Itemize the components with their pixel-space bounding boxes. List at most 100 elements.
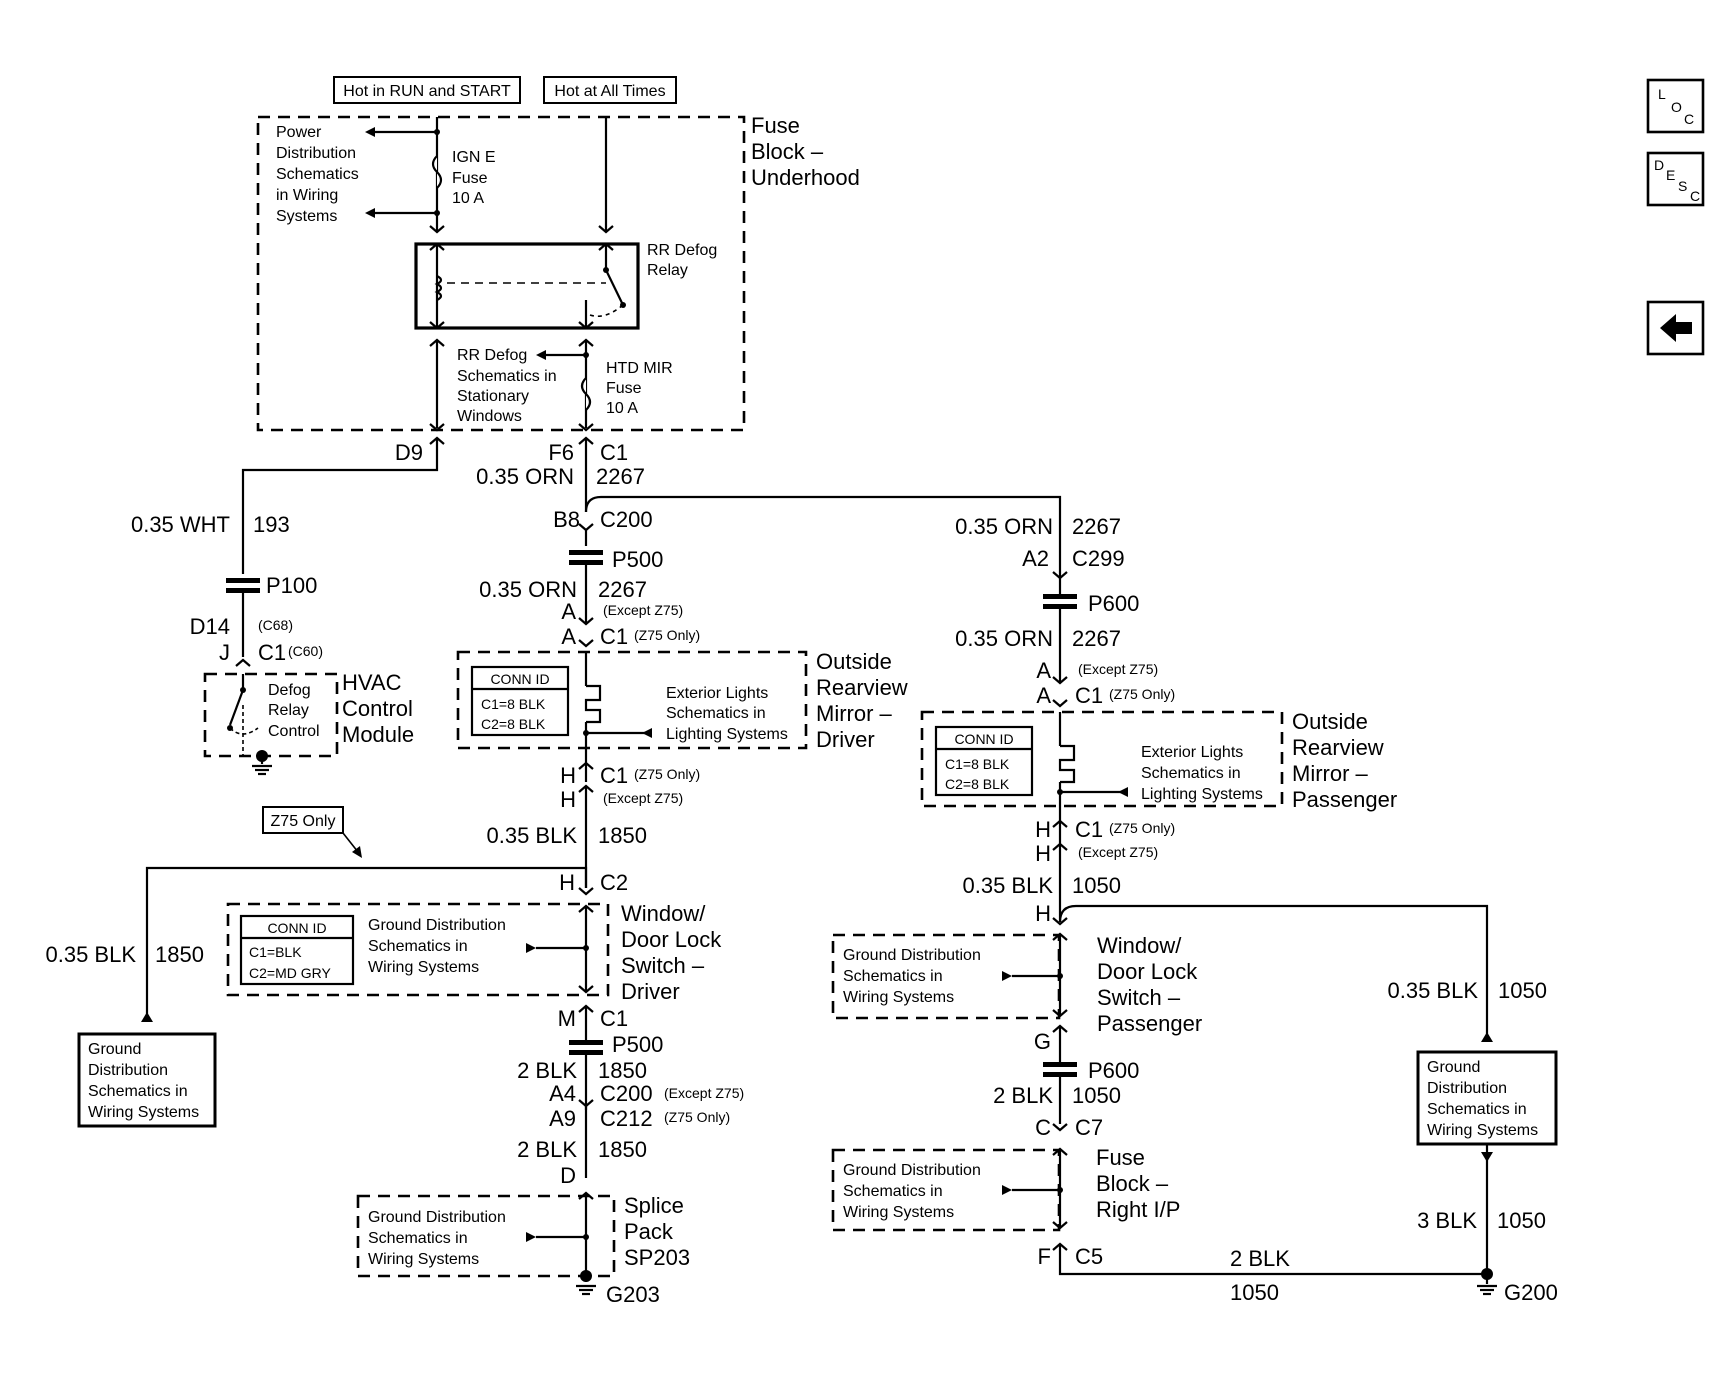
svg-text:Distribution: Distribution xyxy=(88,1062,168,1079)
wire-size-193: 0.35 WHT xyxy=(131,512,230,537)
svg-text:Schematics: Schematics xyxy=(276,166,359,183)
wire-1050-b: 2 BLK xyxy=(993,1083,1053,1108)
conn-id-box-switch-driver: CONN ID C1=BLK C2=MD GRY xyxy=(239,914,355,986)
svg-text:CONN ID: CONN ID xyxy=(267,920,326,936)
svg-text:C2=8 BLK: C2=8 BLK xyxy=(945,776,1010,792)
c1-passenger-out: C1 xyxy=(1075,817,1103,842)
c1-mirror-driver: C1 xyxy=(600,624,628,649)
svg-text:10 A: 10 A xyxy=(606,400,638,417)
svg-text:C1=BLK: C1=BLK xyxy=(249,944,302,960)
exterior-lights-ref-driver: Exterior Lights Schematics in Lighting S… xyxy=(666,685,788,743)
c2-label: C2 xyxy=(600,870,628,895)
wire-1850-c: 2 BLK xyxy=(517,1137,577,1162)
svg-text:Wiring Systems: Wiring Systems xyxy=(88,1104,199,1121)
hvac-control-module-boundary xyxy=(203,672,339,758)
wire-1850-b: 2 BLK xyxy=(517,1058,577,1083)
circuit-2267-right-a: 2267 xyxy=(1072,514,1121,539)
svg-text:RR Defog: RR Defog xyxy=(647,242,717,259)
svg-text:Fuse: Fuse xyxy=(1096,1145,1145,1170)
svg-text:Defog: Defog xyxy=(268,682,311,699)
svg-text:Wiring Systems: Wiring Systems xyxy=(843,989,954,1006)
c200b-label: C200 xyxy=(600,1081,653,1106)
wire-2267-right-b: 0.35 ORN xyxy=(955,626,1053,651)
hot-all-times-tag: Hot at All Times xyxy=(543,76,677,104)
back-arrow-button[interactable] xyxy=(1646,300,1705,356)
z75-only-right-b: (Z75 Only) xyxy=(1109,820,1175,836)
svg-text:Ground Distribution: Ground Distribution xyxy=(843,1162,981,1179)
svg-text:Exterior Lights: Exterior Lights xyxy=(1141,744,1243,761)
circuit-2267-a: 2267 xyxy=(596,464,645,489)
rr-defog-relay-label: RR Defog Relay xyxy=(647,242,717,279)
outside-rearview-mirror-passenger-boundary xyxy=(920,710,1284,808)
ground-symbol-g200-icon xyxy=(1477,1284,1497,1296)
svg-text:Ground Distribution: Ground Distribution xyxy=(843,947,981,964)
svg-text:Outside: Outside xyxy=(816,649,892,674)
except-z75-note-b: (Except Z75) xyxy=(603,790,683,806)
p100-label: P100 xyxy=(266,573,317,598)
wire-1050-bottom: 2 BLK xyxy=(1230,1246,1290,1271)
svg-text:Wiring Systems: Wiring Systems xyxy=(1427,1122,1538,1139)
svg-text:CONN ID: CONN ID xyxy=(490,671,549,687)
svg-text:Schematics in: Schematics in xyxy=(843,1183,943,1200)
svg-text:Passenger: Passenger xyxy=(1097,1011,1202,1036)
pin-j: J xyxy=(219,640,230,665)
mirror-driver-label: Outside Rearview Mirror – Driver xyxy=(816,649,908,752)
pin-d: D xyxy=(560,1163,576,1188)
window-switch-passenger-label: Window/ Door Lock Switch – Passenger xyxy=(1097,933,1202,1036)
svg-text:Wiring Systems: Wiring Systems xyxy=(843,1204,954,1221)
pin-g: G xyxy=(1034,1029,1051,1054)
circuit-2267-right-b: 2267 xyxy=(1072,626,1121,651)
svg-text:Schematics in: Schematics in xyxy=(1141,765,1241,782)
c1-hvac: C1 xyxy=(258,640,286,665)
svg-text:CONN ID: CONN ID xyxy=(954,731,1013,747)
svg-text:Hot at All Times: Hot at All Times xyxy=(554,83,665,100)
svg-text:Schematics in: Schematics in xyxy=(1427,1101,1527,1118)
exterior-lights-ref-passenger: Exterior Lights Schematics in Lighting S… xyxy=(1141,744,1263,803)
svg-text:Lighting Systems: Lighting Systems xyxy=(666,726,788,743)
pin-a-z75: A xyxy=(561,624,576,649)
pin-a4: A4 xyxy=(549,1081,576,1106)
svg-text:Schematics in: Schematics in xyxy=(368,938,468,955)
circuit-193: 193 xyxy=(253,512,290,537)
ground-dist-ref-driver-switch: Ground Distribution Schematics in Wiring… xyxy=(368,917,506,976)
svg-text:Door Lock: Door Lock xyxy=(1097,959,1198,984)
ground-dist-ref-fuse-rip: Ground Distribution Schematics in Wiring… xyxy=(843,1162,981,1221)
pin-h-right-z75: H xyxy=(1035,817,1051,842)
svg-text:Mirror –: Mirror – xyxy=(816,701,893,726)
mirror-heater-passenger-icon xyxy=(1058,744,1076,784)
svg-text:Schematics in: Schematics in xyxy=(457,368,557,385)
circuit-1050-bottom: 1050 xyxy=(1230,1280,1279,1305)
loc-button[interactable]: L O C xyxy=(1646,78,1705,134)
svg-text:Windows: Windows xyxy=(457,408,522,425)
svg-text:C2=MD GRY: C2=MD GRY xyxy=(249,965,331,981)
p500b-connector-icon xyxy=(569,1040,603,1055)
svg-text:D: D xyxy=(1654,157,1664,173)
svg-text:Relay: Relay xyxy=(647,262,688,279)
svg-text:Distribution: Distribution xyxy=(276,145,356,162)
svg-text:C2=8 BLK: C2=8 BLK xyxy=(481,716,546,732)
wire-2267-b: 0.35 ORN xyxy=(479,577,577,602)
g203-label: G203 xyxy=(606,1282,660,1307)
desc-button[interactable]: D E S C xyxy=(1646,151,1705,207)
svg-text:C: C xyxy=(1684,111,1694,127)
ground-dist-ref-passenger-switch: Ground Distribution Schematics in Wiring… xyxy=(843,947,981,1006)
svg-text:Door Lock: Door Lock xyxy=(621,927,722,952)
pin-f: F xyxy=(1038,1244,1051,1269)
svg-text:Passenger: Passenger xyxy=(1292,787,1397,812)
svg-text:Ground Distribution: Ground Distribution xyxy=(368,917,506,934)
htd-mir-fuse-icon xyxy=(580,377,592,411)
c1-switch-driver: C1 xyxy=(600,1006,628,1031)
wire-1050-far-right-b: 3 BLK xyxy=(1417,1208,1477,1233)
pin-a2: A2 xyxy=(1022,546,1049,571)
pin-d14: D14 xyxy=(190,614,230,639)
svg-text:Right I/P: Right I/P xyxy=(1096,1197,1180,1222)
pin-b8: B8 xyxy=(553,507,580,532)
hot-run-start-tag: Hot in RUN and START xyxy=(333,76,521,104)
svg-text:Module: Module xyxy=(342,722,414,747)
c200-label: C200 xyxy=(600,507,653,532)
window-door-lock-switch-driver-boundary xyxy=(226,902,610,997)
svg-text:Wiring Systems: Wiring Systems xyxy=(368,959,479,976)
svg-text:Control: Control xyxy=(268,723,320,740)
svg-text:Window/: Window/ xyxy=(1097,933,1182,958)
svg-text:Relay: Relay xyxy=(268,702,309,719)
